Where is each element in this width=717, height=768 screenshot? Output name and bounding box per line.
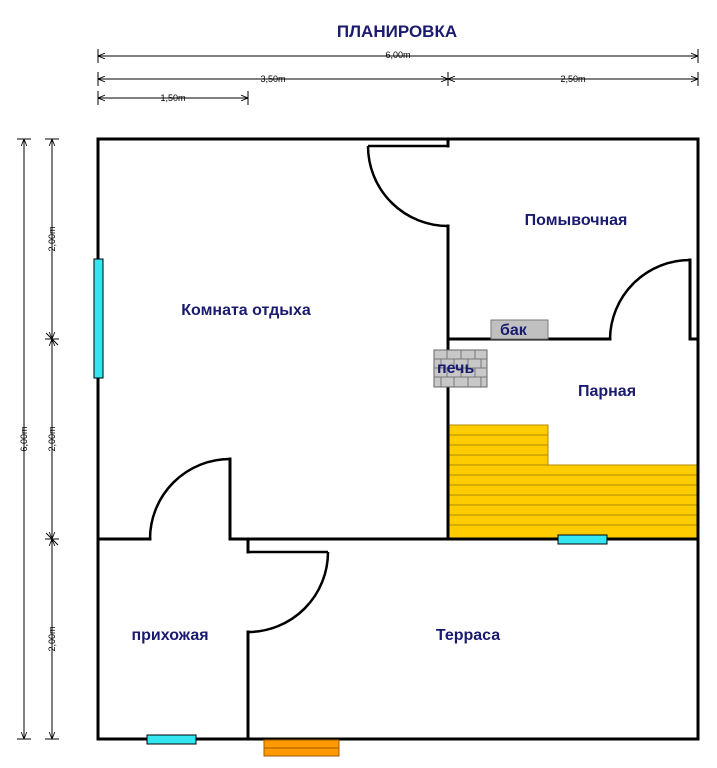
dim-seg1: 2,00m [47, 226, 57, 251]
dim-total-width: 6,00m [385, 50, 410, 60]
room-rest: Комната отдыха [181, 302, 311, 319]
room-steam: Парная [578, 383, 636, 400]
horizontal-dimensions: 6,00m 3,50m 2,50m 1,50m [97, 49, 699, 105]
window-hall [146, 734, 197, 745]
dim-left-width: 3,50m [260, 74, 285, 84]
vertical-dimensions: 6,00m 2,00m 2,00m 2,00m [17, 138, 59, 740]
entrance-step [263, 739, 340, 757]
stove-label: печь [437, 360, 474, 377]
doors [148, 144, 692, 634]
dim-entry-width: 1,50m [160, 93, 185, 103]
walls [96, 137, 700, 741]
plan-title: ПЛАНИРОВКА [337, 22, 457, 41]
dim-total-height: 6,00m [19, 426, 29, 451]
bench [447, 424, 699, 541]
tank-label: бак [500, 322, 528, 339]
window-left [93, 258, 104, 379]
room-wash: Помывочная [525, 212, 628, 229]
windows [93, 258, 608, 745]
room-hallway: прихожая [131, 627, 208, 644]
room-terrace: Терраса [436, 627, 500, 644]
dim-right-width: 2,50m [560, 74, 585, 84]
dim-seg3: 2,00m [47, 626, 57, 651]
window-steam [557, 534, 608, 545]
dim-seg2: 2,00m [47, 426, 57, 451]
tank-fixture [490, 319, 549, 340]
stove-fixture [433, 349, 488, 388]
